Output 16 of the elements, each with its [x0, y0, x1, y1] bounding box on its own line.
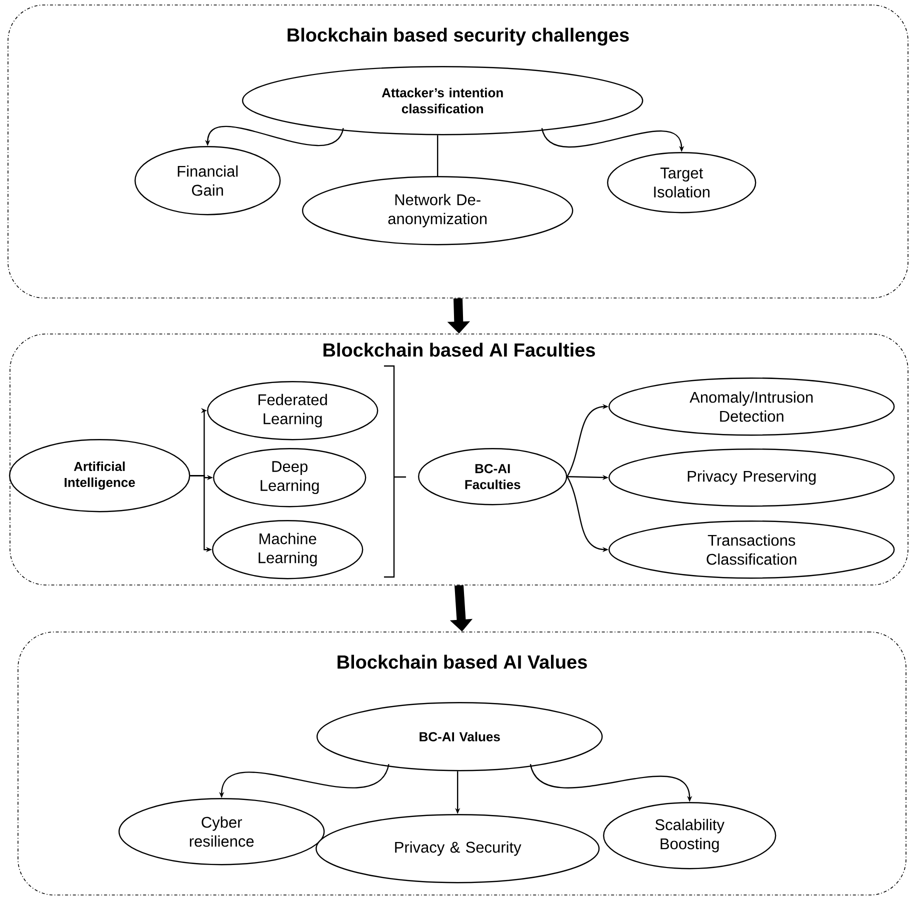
ellipse-node: Anomaly/Intrusion Detection: [608, 377, 895, 436]
ellipse-node: BC-AI Values: [316, 702, 603, 772]
ellipse-node: Scalability Boosting: [603, 802, 776, 870]
ellipse-node: Artificial Intelligence: [9, 439, 190, 512]
ellipse-node: Target Isolation: [607, 152, 756, 214]
ellipse-node: Transactions Classification: [608, 520, 895, 579]
ellipse-node: BC-AI Faculties: [418, 448, 568, 506]
ellipse-node: Network De-anonymization: [302, 176, 574, 246]
ellipse-node: Machine Learning: [212, 520, 364, 580]
ellipse-node: Privacy Preserving: [608, 448, 895, 507]
ellipse-node: Deep Learning: [213, 448, 366, 508]
ellipse-node: Privacy & Security: [316, 814, 600, 884]
ellipse-node: Cyber resilience: [118, 798, 325, 866]
ellipse-node: Federated Learning: [207, 381, 378, 440]
ellipse-node: Attacker’s intention classification: [242, 66, 644, 136]
ellipse-node: Financial Gain: [134, 146, 281, 216]
